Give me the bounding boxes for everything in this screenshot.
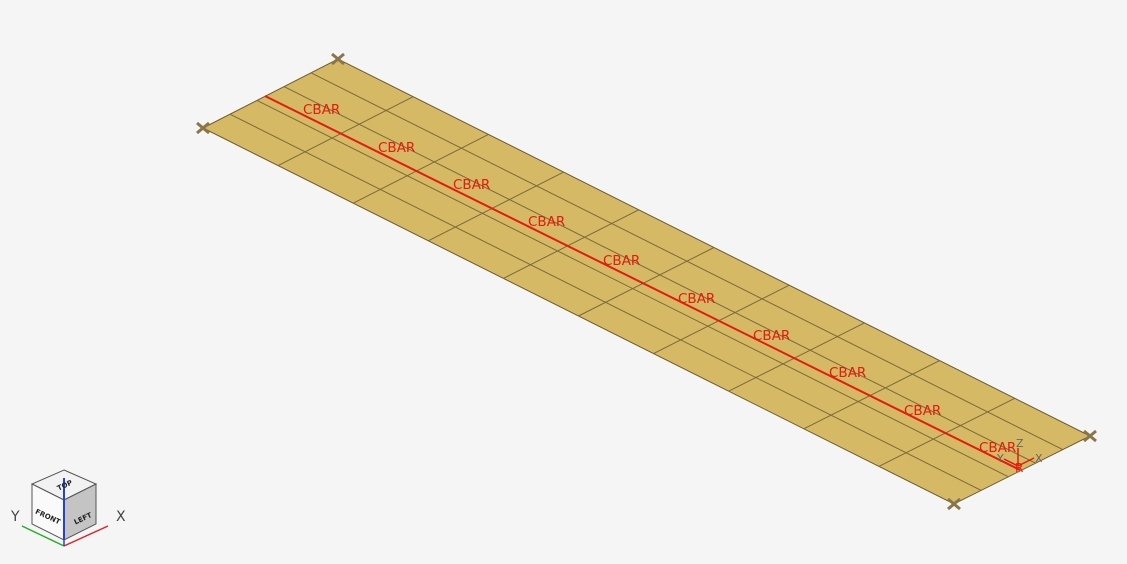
mesh-line (277, 96, 414, 167)
element-label: CBAR (303, 102, 340, 118)
mesh-line (728, 322, 865, 392)
element-label: CBAR (528, 214, 565, 230)
constraint-marker-icon[interactable] (1083, 429, 1097, 443)
element-label: CBAR (603, 253, 640, 269)
mesh-line (503, 209, 640, 279)
element-label: CBAR (753, 328, 790, 344)
mesh-line (310, 72, 1064, 451)
beam-element-labels: CBAR CBAR CBAR CBAR CBAR CBAR CBAR CBAR … (303, 102, 1016, 456)
cbar-beam-line[interactable] (264, 95, 1021, 471)
view-cube[interactable]: TOP FRONT LEFT X Y (10, 469, 126, 547)
mesh-line (653, 284, 790, 355)
csys-r-label: R (1015, 461, 1023, 475)
element-label: CBAR (979, 440, 1016, 456)
element-label: CBAR (453, 177, 490, 193)
constraint-marker-icon[interactable] (196, 121, 210, 135)
element-label: CBAR (829, 365, 866, 381)
constraint-marker-icon[interactable] (947, 497, 961, 511)
mesh-line (578, 247, 715, 317)
local-coordinate-system: Z Y X R (996, 437, 1043, 475)
triad-y-axis (21, 525, 65, 547)
csys-x-label: X (1035, 452, 1043, 465)
mesh-line (878, 397, 1016, 467)
mesh-line (256, 99, 1009, 478)
triad-y-label: Y (10, 509, 20, 525)
element-label: CBAR (378, 140, 415, 156)
mesh-line (803, 360, 940, 430)
shell-mesh-lines (229, 72, 1064, 491)
triad-x-label: X (116, 509, 126, 525)
mesh-line (428, 171, 564, 242)
element-label: CBAR (904, 403, 941, 419)
csys-y-label: Y (996, 452, 1004, 465)
constraint-marker-icon[interactable] (331, 52, 345, 66)
mesh-line (283, 86, 1036, 464)
boundary-constraints (196, 52, 1097, 511)
element-label: CBAR (678, 291, 715, 307)
mesh-line (352, 133, 489, 204)
mesh-line (229, 113, 982, 491)
csys-z-label: Z (1016, 437, 1024, 450)
triad-x-axis (63, 525, 109, 547)
